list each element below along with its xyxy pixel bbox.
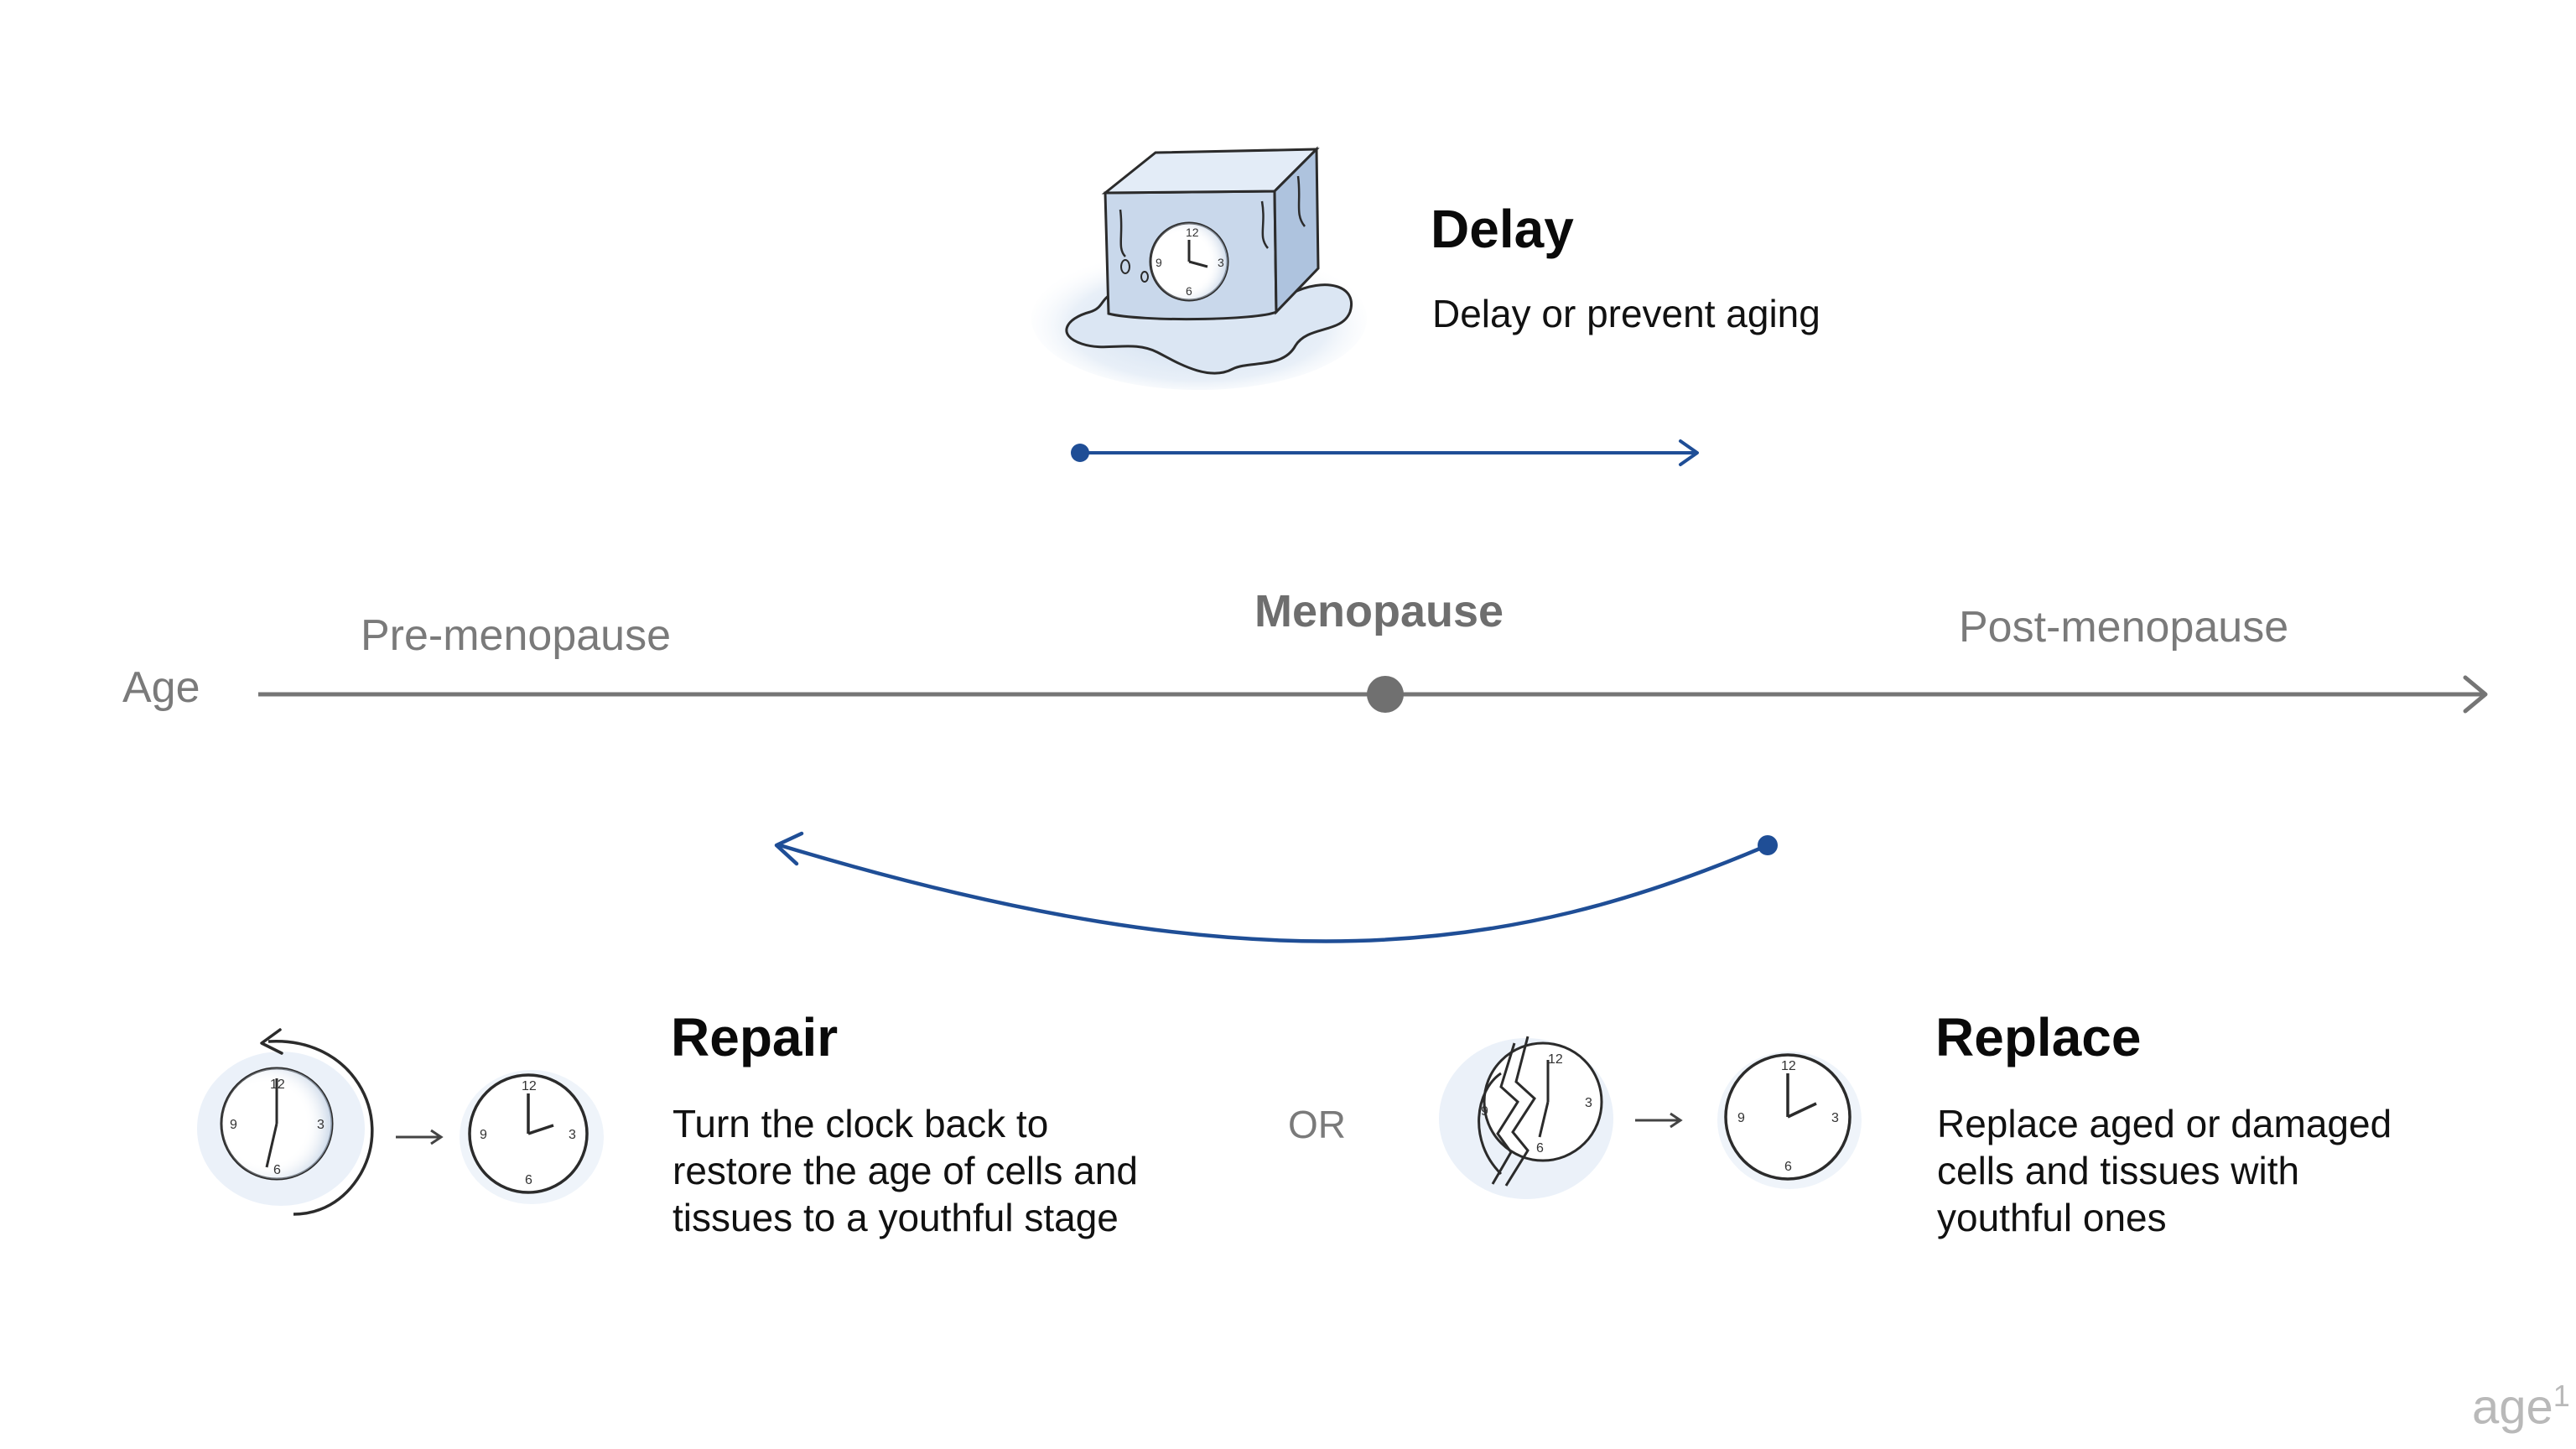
svg-text:3: 3 — [569, 1128, 576, 1142]
svg-text:9: 9 — [480, 1128, 487, 1142]
brand-logo-text: age — [2472, 1379, 2553, 1435]
replace-description-line: Replace aged or damaged — [1937, 1102, 2392, 1145]
svg-text:9: 9 — [1156, 256, 1162, 269]
svg-text:3: 3 — [1831, 1111, 1839, 1125]
clock-icon: 12 3 6 9 — [1717, 1052, 1862, 1189]
replace-small-arrow — [1635, 1112, 1683, 1129]
brand-logo: age1 — [2472, 1379, 2570, 1435]
svg-text:3: 3 — [1585, 1096, 1592, 1110]
repair-small-arrow — [396, 1129, 444, 1145]
age-axis-label: Age — [122, 663, 200, 712]
svg-text:6: 6 — [1536, 1141, 1544, 1156]
delay-description: Delay or prevent aging — [1432, 292, 1820, 335]
curved-arrow — [774, 831, 1778, 943]
repair-description-line: tissues to a youthful stage — [673, 1196, 1119, 1239]
repair-description-line: Turn the clock back to — [673, 1102, 1049, 1145]
svg-text:6: 6 — [525, 1173, 532, 1187]
delay-arrow — [1071, 439, 1699, 466]
svg-text:6: 6 — [1784, 1160, 1792, 1174]
svg-text:9: 9 — [230, 1118, 237, 1132]
svg-text:12: 12 — [1548, 1052, 1563, 1067]
or-separator: OR — [1288, 1103, 1346, 1146]
post-menopause-label: Post-menopause — [1959, 603, 2289, 652]
repair-description-line: restore the age of cells and — [673, 1149, 1138, 1192]
replace-title: Replace — [1935, 1007, 2142, 1067]
clock-icon: 12 3 6 9 — [460, 1070, 604, 1204]
replace-description-line: youthful ones — [1937, 1196, 2167, 1239]
ice-cube-clock-icon: 12 3 6 9 — [1031, 146, 1367, 390]
brand-logo-superscript: 1 — [2553, 1379, 2570, 1413]
menopause-label: Menopause — [1254, 586, 1504, 636]
delay-title: Delay — [1431, 199, 1574, 259]
rewind-clock-icon: 12 3 6 9 — [197, 1028, 374, 1216]
pre-menopause-label: Pre-menopause — [361, 611, 671, 660]
replace-description: Replace aged or damaged cells and tissue… — [1937, 1100, 2392, 1241]
svg-text:9: 9 — [1737, 1111, 1745, 1125]
replace-description-line: cells and tissues with — [1937, 1149, 2300, 1192]
svg-text:9: 9 — [1481, 1104, 1488, 1119]
svg-text:12: 12 — [1781, 1059, 1796, 1073]
repair-title: Repair — [671, 1007, 839, 1067]
broken-clock-icon: 12 3 6 9 — [1439, 1036, 1613, 1199]
svg-text:12: 12 — [270, 1078, 285, 1092]
svg-text:3: 3 — [1218, 256, 1224, 269]
menopause-marker — [1367, 676, 1404, 713]
age-axis — [258, 675, 2488, 714]
svg-text:12: 12 — [1186, 226, 1199, 239]
svg-text:12: 12 — [522, 1079, 537, 1093]
repair-description: Turn the clock back to restore the age o… — [673, 1100, 1138, 1241]
svg-text:3: 3 — [317, 1118, 325, 1132]
svg-text:6: 6 — [1186, 284, 1192, 298]
svg-text:6: 6 — [273, 1163, 281, 1177]
